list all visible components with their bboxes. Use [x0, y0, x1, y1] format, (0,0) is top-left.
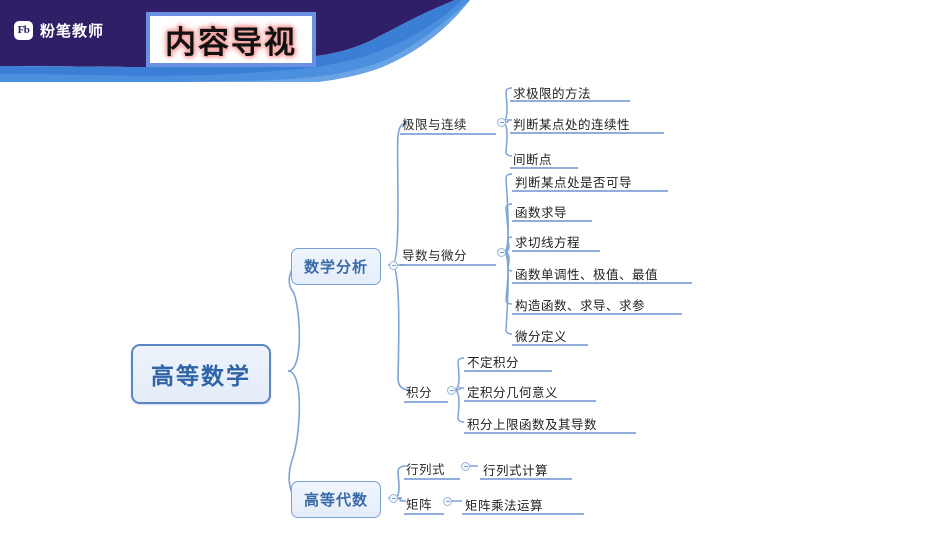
- leaf-node[interactable]: 求切线方程: [510, 230, 587, 254]
- page-title: 内容导视: [165, 25, 297, 60]
- leaf-node[interactable]: 行列式计算: [478, 458, 555, 482]
- collapse-toggle-determinant[interactable]: [461, 462, 470, 471]
- subbranch-node-derivatives[interactable]: 导数与微分: [398, 243, 473, 267]
- branch-label: 高等代数: [304, 492, 369, 509]
- subbranch-node-determinant[interactable]: 行列式: [402, 457, 451, 481]
- collapse-toggle-derivatives[interactable]: [497, 248, 506, 257]
- branch-node-math-analysis[interactable]: 数学分析: [291, 248, 382, 285]
- subbranch-node-matrix[interactable]: 矩阵: [402, 492, 438, 516]
- leaf-label: 不定积分: [467, 356, 520, 370]
- leaf-node[interactable]: 矩阵乘法运算: [460, 493, 550, 517]
- subbranch-label: 行列式: [406, 463, 446, 477]
- leaf-label: 行列式计算: [483, 464, 549, 478]
- subbranch-node-integrals[interactable]: 积分: [402, 380, 438, 404]
- leaf-node[interactable]: 函数单调性、极值、最值: [510, 262, 665, 286]
- collapse-toggle-integrals[interactable]: [447, 386, 456, 395]
- collapse-toggle-advanced-algebra[interactable]: [389, 494, 398, 503]
- leaf-label: 定积分几何意义: [467, 386, 559, 400]
- collapse-toggle-limits[interactable]: [497, 118, 506, 127]
- leaf-label: 函数求导: [515, 206, 568, 220]
- brand-logo: Fb 粉笔教师: [14, 20, 104, 41]
- collapse-toggle-matrix[interactable]: [443, 497, 452, 506]
- leaf-label: 求切线方程: [515, 236, 581, 250]
- mindmap-root-node[interactable]: 高等数学: [131, 344, 271, 404]
- fb-logo-icon: Fb: [14, 21, 33, 40]
- leaf-node[interactable]: 判断某点处是否可导: [510, 170, 639, 194]
- root-label: 高等数学: [151, 363, 251, 389]
- leaf-label: 求极限的方法: [513, 87, 592, 101]
- leaf-node[interactable]: 判断某点处的连续性: [508, 112, 637, 136]
- leaf-label: 积分上限函数及其导数: [467, 418, 598, 432]
- leaf-label: 函数单调性、极值、最值: [515, 268, 659, 282]
- subbranch-label: 矩阵: [406, 498, 433, 512]
- collapse-toggle-math-analysis[interactable]: [389, 261, 398, 270]
- subbranch-node-limits[interactable]: 极限与连续: [398, 112, 473, 136]
- subbranch-label: 导数与微分: [402, 249, 468, 263]
- leaf-node[interactable]: 间断点: [508, 147, 559, 171]
- leaf-label: 间断点: [513, 153, 553, 167]
- brand-name: 粉笔教师: [40, 23, 105, 40]
- leaf-node[interactable]: 函数求导: [510, 200, 574, 224]
- leaf-node[interactable]: 定积分几何意义: [462, 380, 565, 404]
- leaf-label: 矩阵乘法运算: [465, 499, 544, 513]
- branch-node-advanced-algebra[interactable]: 高等代数: [291, 481, 382, 518]
- branch-label: 数学分析: [304, 259, 369, 276]
- leaf-node[interactable]: 不定积分: [462, 350, 526, 374]
- leaf-node[interactable]: 构造函数、求导、求参: [510, 293, 652, 317]
- leaf-node[interactable]: 求极限的方法: [508, 81, 598, 105]
- subbranch-label: 极限与连续: [402, 118, 468, 132]
- leaf-label: 微分定义: [515, 330, 568, 344]
- title-inner-frame: 内容导视: [150, 16, 312, 63]
- leaf-node[interactable]: 微分定义: [510, 324, 574, 348]
- leaf-node[interactable]: 积分上限函数及其导数: [462, 412, 604, 436]
- leaf-label: 判断某点处的连续性: [513, 118, 631, 132]
- leaf-label: 判断某点处是否可导: [515, 176, 633, 190]
- leaf-label: 构造函数、求导、求参: [515, 299, 646, 313]
- slide-title-plaque: 内容导视: [146, 12, 316, 67]
- subbranch-label: 积分: [406, 386, 433, 400]
